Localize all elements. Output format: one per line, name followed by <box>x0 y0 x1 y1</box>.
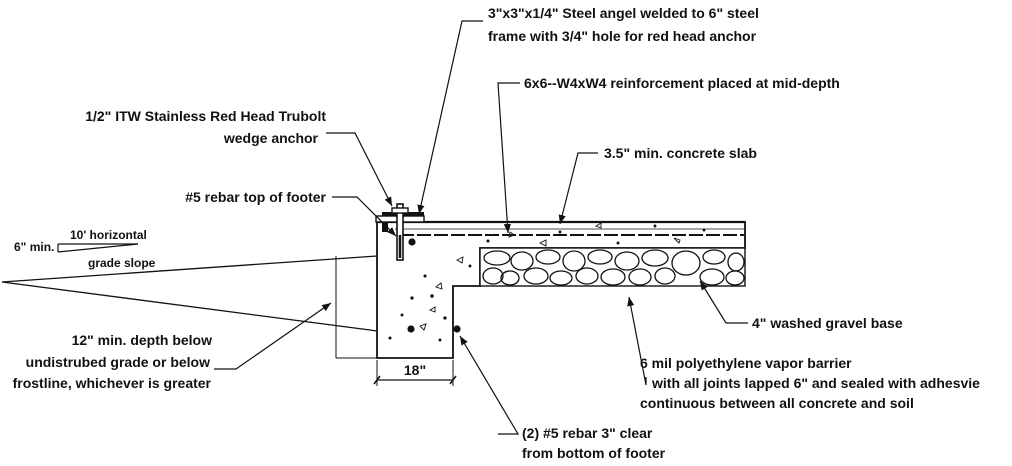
concrete-footer <box>376 221 746 359</box>
grade-line <box>1 255 378 283</box>
gravel-base <box>479 247 746 287</box>
label-footer-width: 18" <box>404 362 426 378</box>
label-rebar-bottom-1: (2) #5 rebar 3" clear <box>522 425 653 441</box>
label-rebar-top: #5 rebar top of footer <box>185 189 326 205</box>
concrete-texture <box>388 222 706 342</box>
wedge-anchor <box>391 203 409 261</box>
label-reinforcement: 6x6--W4xW4 reinforcement placed at mid-d… <box>524 75 840 91</box>
leader-lines <box>214 20 748 435</box>
leader-anchor <box>326 132 393 207</box>
rebar-bottom-2 <box>453 325 461 333</box>
label-vapor-1: 6 mil polyethylene vapor barrier <box>640 355 852 371</box>
leader-vapor-barrier <box>627 296 647 386</box>
rebar-top <box>408 238 416 246</box>
label-rebar-bottom-2: from bottom of footer <box>522 445 666 461</box>
label-depth-3: frostline, whichever is greater <box>13 375 212 391</box>
label-grade-min: 6" min. <box>14 240 54 254</box>
label-slab: 3.5" min. concrete slab <box>604 145 757 161</box>
label-grade-horizontal: 10' horizontal <box>70 228 147 242</box>
leader-slab <box>558 152 598 225</box>
label-anchor-2: wedge anchor <box>223 130 319 146</box>
rebar-bottom-1 <box>407 325 415 333</box>
leader-depth <box>214 302 332 370</box>
leader-gravel <box>699 280 748 324</box>
label-depth-2: undistrubed grade or below <box>26 354 210 370</box>
label-vapor-3: continuous between all concrete and soil <box>640 395 914 411</box>
grade-leader-line <box>1 281 378 332</box>
label-vapor-2: with all joints lapped 6" and sealed wit… <box>651 375 980 391</box>
leader-reinforcement <box>497 82 520 234</box>
leader-rebar-bottom <box>459 335 520 435</box>
label-gravel: 4" washed gravel base <box>752 315 903 331</box>
label-depth-1: 12" min. depth below <box>72 332 213 348</box>
grade-slope-symbol <box>57 243 139 253</box>
label-steel-angle-1: 3"x3"x1/4" Steel angel welded to 6" stee… <box>488 5 759 21</box>
leader-steel-angle <box>417 20 483 215</box>
label-steel-angle-2: frame with 3/4" hole for red head anchor <box>488 28 757 44</box>
label-anchor-1: 1/2" ITW Stainless Red Head Trubolt <box>85 108 326 124</box>
leader-rebar-top <box>332 196 397 237</box>
label-grade-slope: grade slope <box>88 256 156 270</box>
